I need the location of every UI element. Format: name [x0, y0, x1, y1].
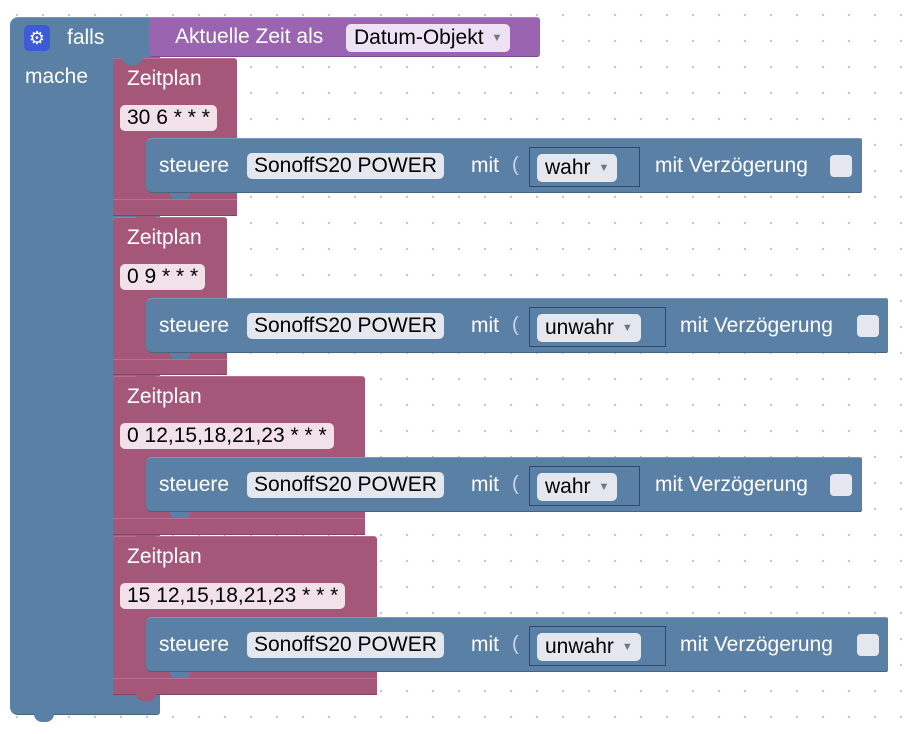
cron-field[interactable]: 0 12,15,18,21,23 * * *	[120, 423, 334, 449]
cron-field[interactable]: 0 9 * * *	[120, 264, 206, 290]
triangle-down-icon: ▼	[491, 32, 503, 44]
cron-field[interactable]: 30 6 * * *	[120, 105, 217, 131]
mache-label: mache	[25, 65, 89, 88]
value-socket[interactable]: unwahr ▼	[529, 626, 666, 666]
input-connector: (	[512, 314, 519, 336]
control-next-connector	[170, 353, 190, 361]
device-field[interactable]: SonoffS20 POWER	[247, 153, 444, 179]
schedule-notch	[122, 58, 142, 65]
value-socket[interactable]: wahr ▼	[529, 147, 640, 187]
falls-label: falls	[67, 26, 105, 49]
delay-label: mit Verzögerung	[680, 314, 833, 337]
mit-label: mit	[471, 314, 499, 337]
delay-label: mit Verzögerung	[655, 473, 808, 496]
control-next-connector	[170, 193, 190, 201]
device-field[interactable]: SonoffS20 POWER	[247, 313, 444, 339]
schedule-block-bottom	[113, 678, 377, 695]
value-dropdown[interactable]: unwahr ▼	[537, 314, 641, 342]
mit-label: mit	[471, 154, 499, 177]
mit-label: mit	[471, 473, 499, 496]
delay-checkbox[interactable]	[830, 474, 852, 496]
value-text: wahr	[545, 475, 591, 498]
control-label: steuere	[159, 633, 230, 656]
triangle-down-icon: ▼	[621, 322, 633, 334]
schedule-next-connector	[136, 375, 156, 381]
control-next-connector	[170, 512, 190, 520]
current-time-block[interactable]: Aktuelle Zeit als Datum-Objekt ▼	[149, 17, 540, 57]
schedule-next-connector	[136, 535, 156, 541]
control-block[interactable]: steuere SonoffS20 POWER mit ( wahr ▼ mit …	[146, 138, 862, 193]
schedule-block-bottom	[113, 199, 237, 216]
schedule-next-connector	[136, 694, 156, 701]
cron-field[interactable]: 15 12,15,18,21,23 * * *	[120, 583, 346, 609]
value-text: wahr	[545, 156, 591, 179]
delay-checkbox[interactable]	[830, 155, 852, 177]
input-connector: (	[512, 473, 519, 495]
delay-label: mit Verzögerung	[655, 154, 808, 177]
schedule-next-connector	[136, 216, 156, 222]
value-text: unwahr	[545, 316, 614, 339]
value-socket[interactable]: wahr ▼	[529, 466, 640, 506]
schedule-block-bottom	[113, 359, 227, 375]
triangle-down-icon: ▼	[598, 481, 610, 493]
control-block[interactable]: steuere SonoffS20 POWER mit ( unwahr ▼ mi…	[146, 617, 888, 672]
value-text: unwahr	[545, 635, 614, 658]
schedule-label: Zeitplan	[127, 67, 202, 90]
delay-checkbox[interactable]	[857, 315, 879, 337]
value-dropdown[interactable]: wahr ▼	[537, 154, 618, 182]
mit-label: mit	[471, 633, 499, 656]
input-connector: (	[512, 633, 519, 655]
date-format-dropdown[interactable]: Datum-Objekt ▼	[346, 24, 511, 52]
value-dropdown[interactable]: wahr ▼	[537, 473, 618, 501]
schedule-label: Zeitplan	[127, 226, 202, 249]
if-block-next-connector	[34, 714, 54, 722]
value-dropdown[interactable]: unwahr ▼	[537, 633, 641, 661]
schedule-label: Zeitplan	[127, 545, 202, 568]
schedule-block-bottom	[113, 518, 365, 535]
current-time-label: Aktuelle Zeit als	[175, 25, 324, 48]
control-label: steuere	[159, 154, 230, 177]
delay-label: mit Verzögerung	[680, 633, 833, 656]
device-field[interactable]: SonoffS20 POWER	[247, 632, 444, 658]
value-socket[interactable]: unwahr ▼	[529, 307, 666, 347]
control-next-connector	[170, 672, 190, 680]
control-block[interactable]: steuere SonoffS20 POWER mit ( unwahr ▼ mi…	[146, 298, 888, 353]
input-connector: (	[512, 154, 519, 176]
schedule-label: Zeitplan	[127, 385, 202, 408]
control-block[interactable]: steuere SonoffS20 POWER mit ( wahr ▼ mit …	[146, 457, 862, 512]
triangle-down-icon: ▼	[598, 162, 610, 174]
device-field[interactable]: SonoffS20 POWER	[247, 472, 444, 498]
date-format-value: Datum-Objekt	[354, 26, 484, 49]
triangle-down-icon: ▼	[621, 641, 633, 653]
control-label: steuere	[159, 314, 230, 337]
delay-checkbox[interactable]	[857, 634, 879, 656]
gear-icon[interactable]: ⚙	[24, 25, 50, 51]
control-label: steuere	[159, 473, 230, 496]
